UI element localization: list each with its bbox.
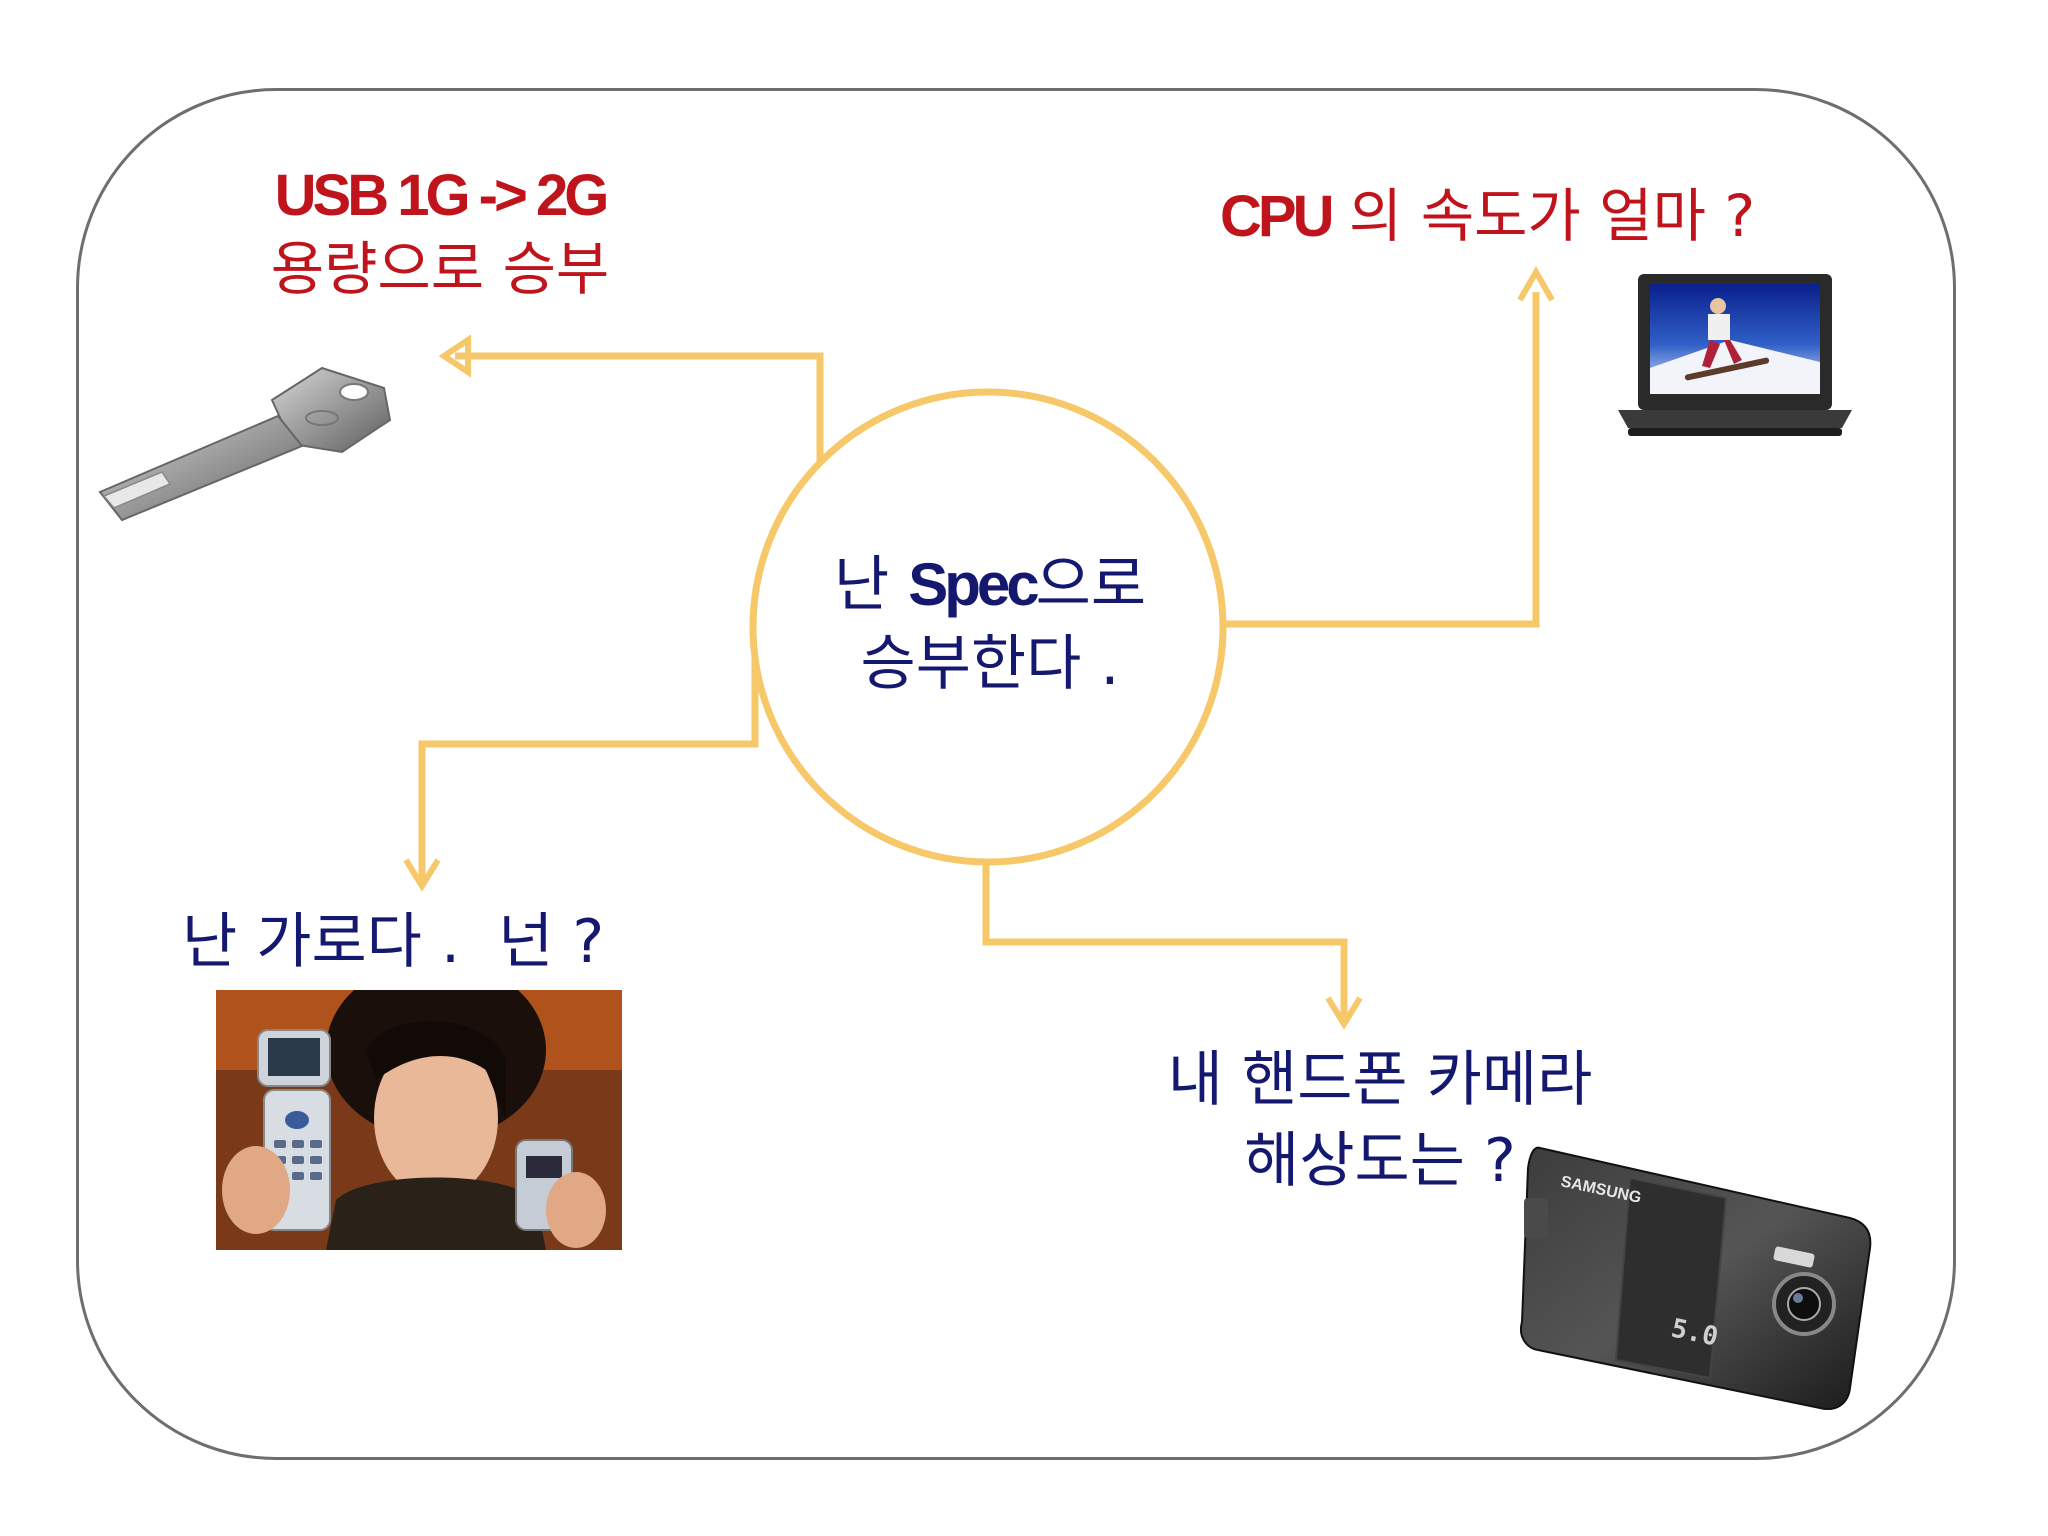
connector-to-usb [455,352,824,462]
camera-label-line2: 해상도는 ? [1244,1126,1516,1196]
center-label-em: Spec [908,551,1039,618]
arrowhead-up [1517,265,1555,302]
usb-key-icon [98,366,392,522]
arrowhead-down-left [403,858,441,892]
center-label: 난 Spec으로 승부한다 . [770,545,1210,704]
center-label-prefix: 난 [833,550,890,620]
camera-label: 내 핸드폰 카메라 해상도는 ? [1080,1040,1680,1202]
center-label-suffix: 으로 [1035,550,1147,620]
camera-phone-icon: SAMSUNG 5.0 [1520,1146,1872,1410]
cpu-label-rest: 의 속도가 얼마 ? [1348,182,1756,250]
connector-to-cpu [1222,292,1540,628]
diagram-frame [76,88,1956,1460]
cpu-label-em: CPU [1220,184,1334,249]
flip-phone-photo-icon [216,990,622,1250]
usb-label-line2: 용량으로 승부 [270,234,610,303]
center-label-line2: 승부한다 . [860,629,1120,700]
connector-to-camera [982,862,1348,1022]
cpu-label: CPU 의 속도가 얼마 ? [1220,180,1755,254]
center-label-line1: 난 Spec으로 [770,545,1210,625]
camera-label-line1: 내 핸드폰 카메라 [1167,1045,1593,1115]
wide-phone-label: 난 가로다 . 넌 ? [182,907,605,977]
usb-label-line1: USB 1G -> 2G [274,163,610,228]
arrowhead-left [438,334,471,378]
connector-to-wide-phone [418,657,759,882]
laptop-icon [1618,274,1852,436]
arrowhead-down-right [1325,996,1363,1030]
usb-label: USB 1G -> 2G 용량으로 승부 [220,160,660,305]
